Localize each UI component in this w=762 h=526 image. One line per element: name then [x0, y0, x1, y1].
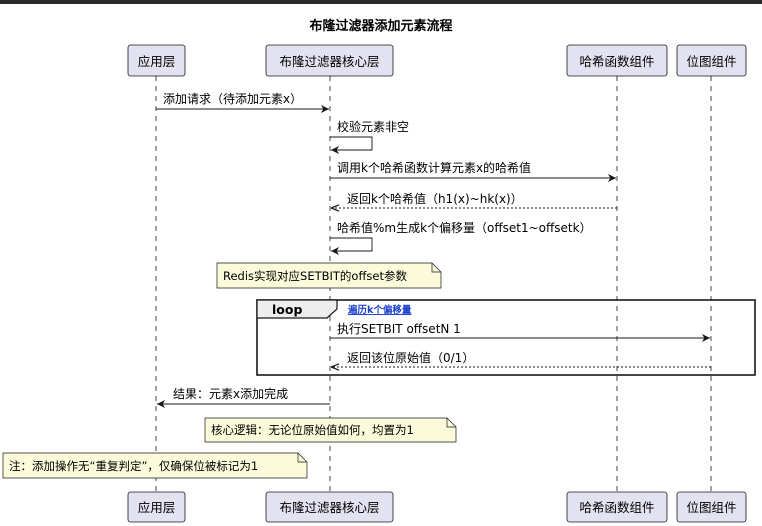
participant-bitmap-label-bottom: 位图组件: [686, 500, 736, 515]
message-validate-self: 校验元素非空: [330, 119, 409, 155]
participant-core-bottom: 布隆过滤器核心层: [265, 491, 394, 523]
participant-core-label: 布隆过滤器核心层: [279, 54, 379, 69]
participant-bitmap-label: 位图组件: [686, 54, 736, 69]
participant-core-top: 布隆过滤器核心层: [265, 44, 394, 77]
message-return-hash: 返回k个哈希值（h1(x)~hk(x)）: [331, 191, 617, 208]
participant-app-label-bottom: 应用层: [138, 500, 176, 515]
participant-hash-label-bottom: 哈希函数组件: [579, 500, 654, 515]
message-offset-label: 哈希值%m生成k个偏移量（offset1~offsetk）: [337, 220, 592, 235]
window-top-bar: [0, 0, 762, 4]
message-result-label: 结果：元素x添加完成: [173, 386, 288, 401]
participant-bitmap-top: 位图组件: [676, 44, 747, 77]
note-no-duplicate-check-text: 注：添加操作无“重复判定”，仅确保位被标记为1: [9, 459, 258, 473]
message-setbit: 执行SETBIT offsetN 1: [330, 322, 710, 343]
participant-bitmap-bottom: 位图组件: [676, 491, 747, 523]
message-add-request: 添加请求（待添加元素x）: [156, 92, 329, 114]
message-offset-self: 哈希值%m生成k个偏移量（offset1~offsetk）: [330, 220, 592, 256]
message-add-request-label: 添加请求（待添加元素x）: [163, 92, 302, 106]
note-core-logic-text: 核心逻辑：无论位原始值如何，均置为1: [211, 423, 414, 437]
message-call-hash: 调用k个哈希函数计算元素x的哈希值: [330, 160, 616, 183]
loop-label: loop: [272, 302, 302, 317]
participant-app-top: 应用层: [127, 44, 186, 77]
note-redis-offset-text: Redis实现对应SETBIT的offset参数: [223, 269, 407, 283]
message-return-bit-label: 返回该位原始值（0/1）: [347, 350, 474, 365]
diagram-title: 布隆过滤器添加元素流程: [309, 18, 452, 34]
participant-app-label: 应用层: [138, 54, 176, 69]
note-no-duplicate-check: 注：添加操作无“重复判定”，仅确保位被标记为1: [2, 452, 308, 479]
message-return-bit: 返回该位原始值（0/1）: [331, 350, 711, 367]
message-result: 结果：元素x添加完成: [157, 386, 330, 409]
message-validate-label: 校验元素非空: [337, 119, 409, 134]
loop-frame: loop 遍历k个偏移量: [256, 299, 756, 376]
note-redis-offset: Redis实现对应SETBIT的offset参数: [216, 262, 442, 289]
participant-hash-top: 哈希函数组件: [566, 44, 668, 77]
participant-hash-label: 哈希函数组件: [579, 54, 654, 69]
loop-condition: 遍历k个偏移量: [347, 304, 412, 316]
message-setbit-label: 执行SETBIT offsetN 1: [337, 322, 461, 336]
participant-core-label-bottom: 布隆过滤器核心层: [279, 500, 379, 515]
participant-hash-bottom: 哈希函数组件: [566, 491, 668, 523]
message-call-hash-label: 调用k个哈希函数计算元素x的哈希值: [337, 160, 531, 175]
message-return-hash-label: 返回k个哈希值（h1(x)~hk(x)）: [347, 191, 523, 206]
participant-app-bottom: 应用层: [127, 491, 186, 523]
note-core-logic: 核心逻辑：无论位原始值如何，均置为1: [204, 417, 457, 443]
